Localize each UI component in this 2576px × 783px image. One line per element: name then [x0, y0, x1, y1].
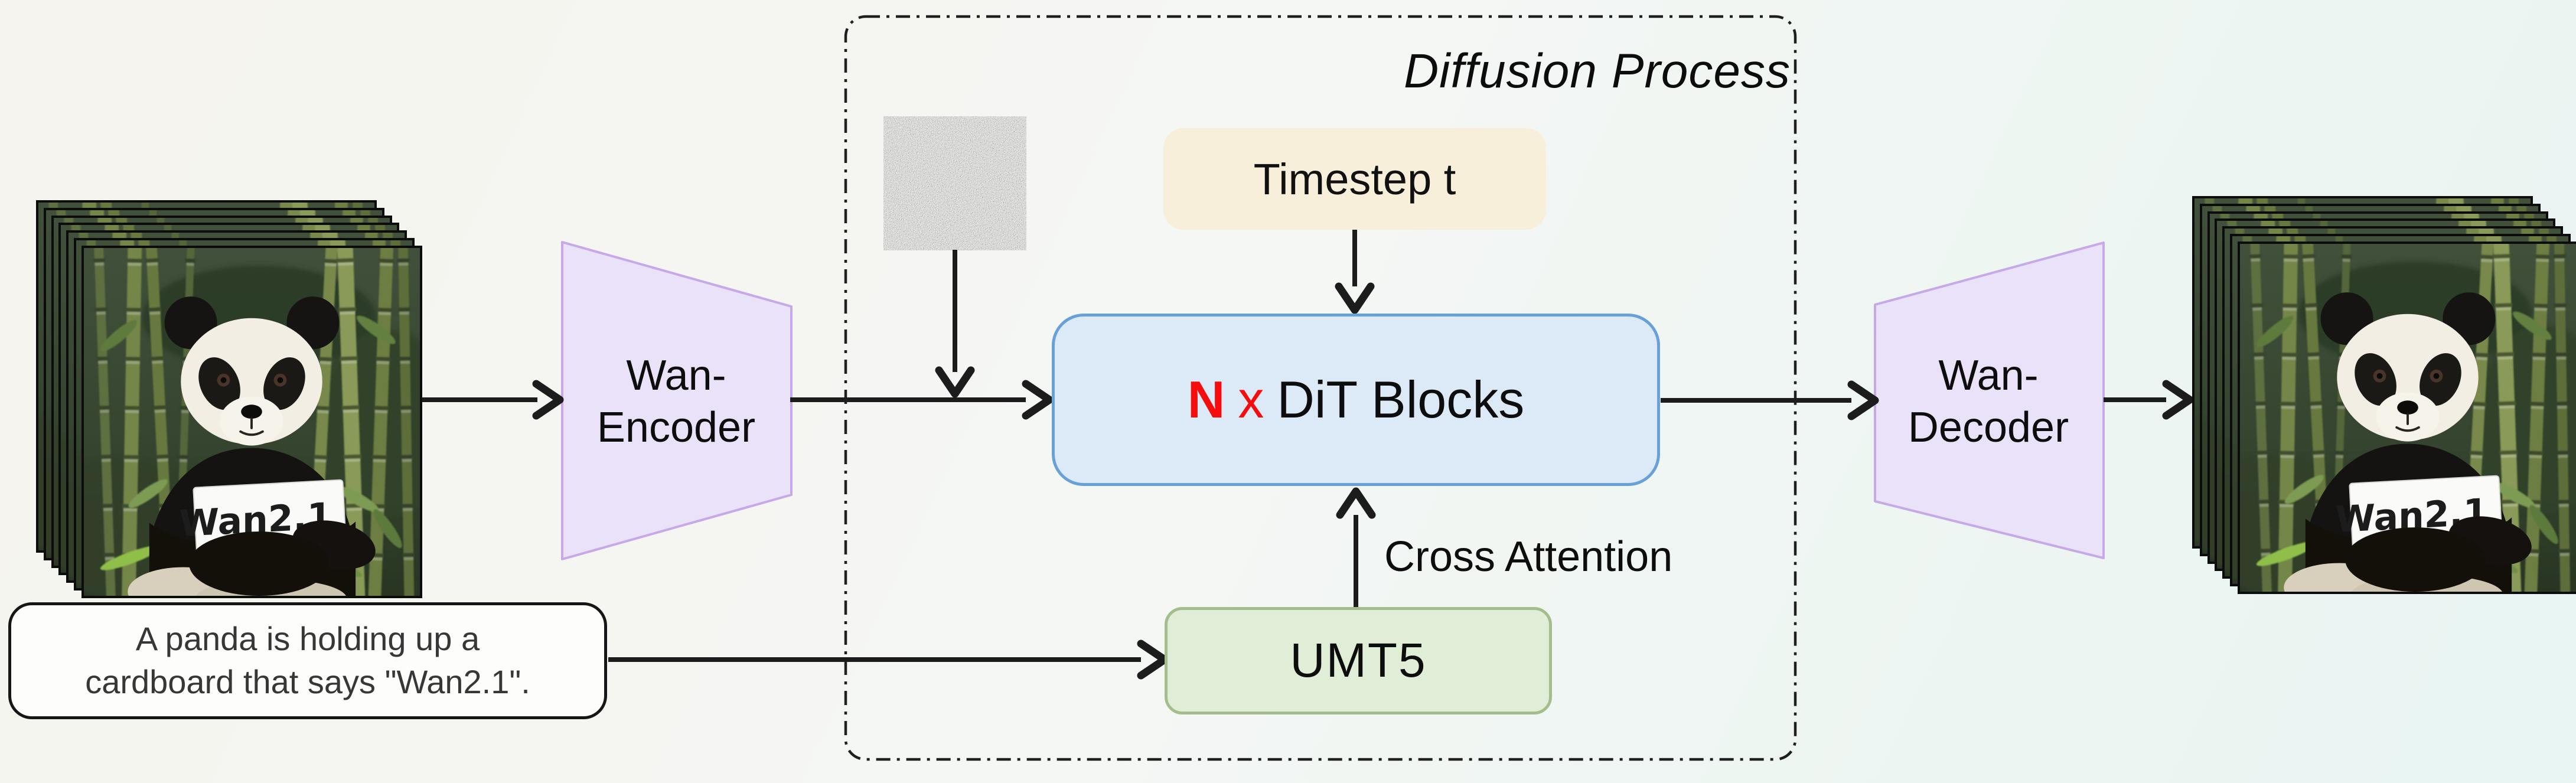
arrow-noise-to-dit-path — [935, 250, 975, 398]
dit-times-symbol: x — [1238, 370, 1264, 429]
arrow-frames-to-encoder — [421, 380, 564, 420]
dit-blocks-box: N x DiT Blocks — [1052, 314, 1660, 486]
arrow-prompt-to-umt5 — [608, 640, 1169, 680]
panda: Wan2.1 — [2284, 292, 2532, 592]
arrow-umt5-to-dit-cross-attention — [1336, 487, 1376, 607]
noise-latent-image — [883, 116, 1026, 250]
panda-frame-illustration: Wan2.1 — [2240, 244, 2576, 592]
arrow-decoder-to-frames — [2104, 380, 2194, 420]
panda: Wan2.1 — [128, 296, 376, 596]
wan-decoder-trapezoid — [1874, 242, 2105, 559]
arrow-timestep-to-dit — [1335, 230, 1375, 314]
prompt-line-1: A panda is holding up a — [135, 620, 480, 658]
prompt-text-box: A panda is holding up a cardboard that s… — [8, 602, 607, 719]
wan-encoder-label: Wan- Encoder — [596, 352, 756, 451]
diffusion-process-title: Diffusion Process — [1403, 44, 1791, 98]
umt5-label: UMT5 — [1290, 634, 1427, 687]
arrow-encoder-to-dit — [790, 380, 1054, 420]
wan-encoder-trapezoid — [561, 241, 793, 560]
timestep-label: Timestep t — [1253, 154, 1456, 204]
wan-decoder-label: Wan- Decoder — [1907, 352, 2069, 451]
input-video-frames-stack: Wan2.1 — [36, 200, 426, 602]
panda-frame-illustration: Wan2.1 — [84, 248, 420, 596]
video-frame: Wan2.1 — [81, 246, 422, 598]
output-video-frames-stack: Wan2.1 — [2192, 196, 2576, 598]
dit-n-count: N — [1187, 370, 1225, 429]
video-frame: Wan2.1 — [2238, 242, 2576, 594]
diffusion-process-dashed-box — [844, 15, 1797, 761]
timestep-box: Timestep t — [1163, 128, 1546, 230]
cross-attention-label: Cross Attention — [1384, 533, 1673, 580]
dit-blocks-label: DiT Blocks — [1277, 370, 1525, 429]
umt5-box: UMT5 — [1165, 607, 1552, 715]
arrow-dit-to-decoder — [1661, 380, 1879, 420]
prompt-line-2: cardboard that says "Wan2.1". — [85, 663, 530, 700]
